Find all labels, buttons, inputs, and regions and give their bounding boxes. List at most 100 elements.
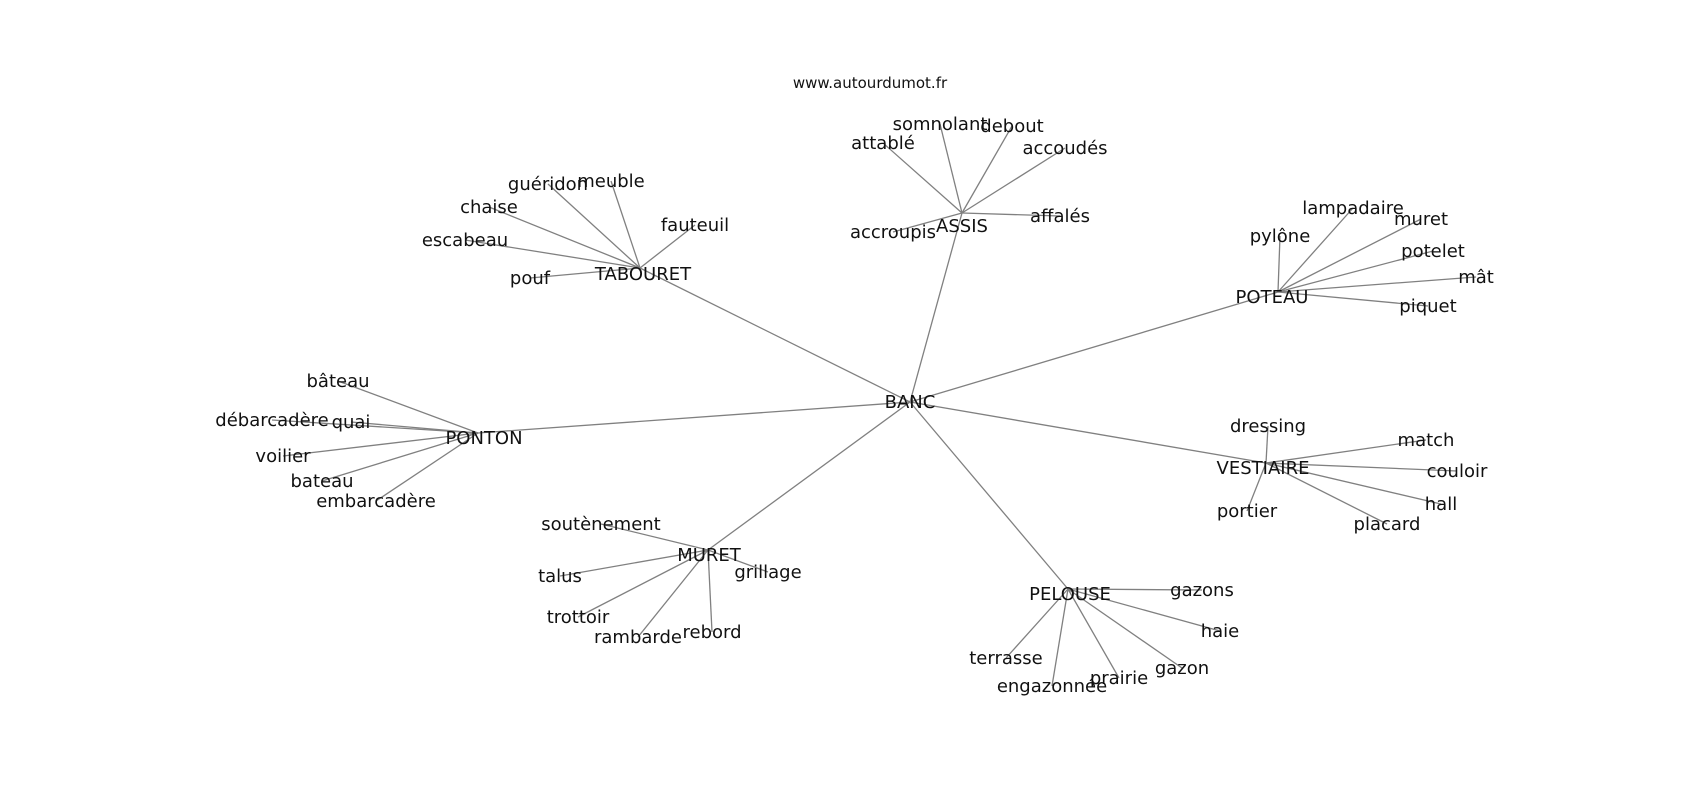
edge-pelouse-word (1005, 588, 1069, 659)
edge-vestiaire-word (1265, 462, 1388, 525)
word-node-muret: talus (538, 566, 582, 587)
word-node-assis: accoudés (1022, 138, 1107, 159)
word-node-vestiaire: dressing (1230, 416, 1306, 437)
edge-muret-word (559, 549, 709, 577)
word-node-tabouret: meuble (577, 171, 645, 192)
edge-muret-word (707, 549, 713, 633)
word-node-vestiaire: placard (1354, 514, 1421, 535)
edge-banc-tabouret (639, 267, 911, 403)
hub-node-pelouse: PELOUSE (1029, 584, 1111, 605)
center-word: BANC (885, 392, 936, 413)
edge-ponton-word (350, 421, 479, 434)
edge-vestiaire-word (1265, 462, 1458, 472)
edge-banc-pelouse (909, 401, 1069, 590)
edge-vestiaire-word (1265, 425, 1269, 464)
edge-banc-poteau (909, 291, 1279, 403)
edge-muret-word (707, 549, 769, 573)
edge-tabouret-word (610, 180, 641, 269)
edge-ponton-word (321, 432, 479, 482)
edge-banc-muret (707, 401, 911, 551)
word-node-poteau: mât (1458, 267, 1494, 288)
edge-poteau-word (1277, 250, 1434, 293)
word-node-tabouret: escabeau (422, 230, 508, 251)
edge-muret-word (637, 549, 709, 638)
word-node-vestiaire: match (1398, 430, 1455, 451)
hub-node-tabouret: TABOURET (594, 264, 692, 285)
edge-banc-vestiaire (909, 401, 1267, 464)
word-node-assis: affalés (1030, 206, 1090, 227)
word-node-tabouret: chaise (460, 197, 518, 218)
source-url: www.autourdumot.fr (793, 74, 948, 92)
word-node-poteau: potelet (1401, 241, 1465, 262)
edge-pelouse-word (1067, 588, 1221, 632)
edge-tabouret-word (464, 239, 641, 269)
edge-pelouse-word (1067, 588, 1183, 669)
word-node-vestiaire: couloir (1427, 461, 1488, 482)
edge-poteau-word (1277, 235, 1281, 293)
edge-vestiaire-word (1265, 462, 1442, 505)
word-node-ponton: embarcadère (316, 491, 436, 512)
word-node-poteau: piquet (1399, 296, 1456, 317)
word-node-ponton: quai (332, 412, 371, 433)
edge-banc-ponton (477, 401, 911, 434)
edge-ponton-word (271, 419, 479, 434)
word-node-muret: rebord (682, 622, 741, 643)
word-node-pelouse: gazons (1170, 580, 1234, 601)
word-node-muret: soutènement (541, 514, 661, 535)
edge-poteau-word (1277, 207, 1354, 293)
word-node-poteau: lampadaire (1302, 198, 1404, 219)
edge-pelouse-word (1067, 588, 1203, 591)
word-node-assis: somnolant (893, 114, 988, 135)
hub-node-ponton: PONTON (445, 428, 522, 449)
edge-vestiaire-word (1265, 439, 1427, 464)
word-node-tabouret: fauteuil (661, 215, 729, 236)
word-node-pelouse: prairie (1090, 668, 1148, 689)
edge-poteau-word (1277, 218, 1422, 293)
edge-tabouret-word (639, 224, 696, 269)
word-node-pelouse: gazon (1155, 658, 1209, 679)
hub-node-muret: MURET (677, 545, 742, 566)
edge-poteau-word (1277, 291, 1429, 307)
word-node-tabouret: guéridon (508, 174, 588, 195)
word-node-pelouse: engazonnée (997, 676, 1107, 697)
edge-tabouret-word (488, 206, 641, 269)
edge-tabouret-word (529, 267, 641, 279)
edge-muret-word (577, 549, 709, 618)
edge-assis-word (882, 142, 963, 214)
edge-ponton-word (337, 380, 479, 434)
hub-node-assis: ASSIS (936, 216, 988, 237)
graph-edges (271, 123, 1477, 687)
edge-ponton-word (282, 432, 479, 457)
edge-assis-word (961, 212, 1061, 217)
edge-pelouse-word (1051, 588, 1069, 687)
word-node-pelouse: terrasse (969, 648, 1042, 669)
word-node-vestiaire: portier (1217, 501, 1278, 522)
edge-banc-assis (909, 212, 963, 403)
word-node-muret: rambarde (594, 627, 682, 648)
hub-node-vestiaire: VESTIAIRE (1217, 458, 1310, 479)
edge-muret-word (600, 523, 709, 551)
edge-assis-word (961, 147, 1066, 214)
word-node-assis: attablé (851, 133, 915, 154)
word-node-assis: accroupis (850, 222, 936, 243)
word-node-vestiaire: hall (1425, 494, 1457, 515)
hub-node-poteau: POTEAU (1236, 287, 1309, 308)
word-node-ponton: bateau (290, 471, 353, 492)
edge-vestiaire-word (1246, 462, 1267, 512)
word-node-ponton: bâteau (306, 371, 369, 392)
word-node-muret: grillage (734, 562, 801, 583)
word-node-poteau: pylône (1250, 226, 1311, 247)
word-node-ponton: débarcadère (215, 410, 328, 431)
word-node-assis: debout (980, 116, 1043, 137)
edge-tabouret-word (547, 183, 641, 269)
edge-assis-word (961, 125, 1013, 214)
word-node-ponton: voilier (255, 446, 311, 467)
word-node-pelouse: haie (1201, 621, 1240, 642)
word-node-poteau: muret (1394, 209, 1448, 230)
word-node-tabouret: pouf (510, 268, 551, 289)
edge-ponton-word (375, 432, 479, 502)
edge-pelouse-word (1067, 588, 1120, 679)
edge-poteau-word (1277, 276, 1477, 293)
word-node-muret: trottoir (547, 607, 610, 628)
